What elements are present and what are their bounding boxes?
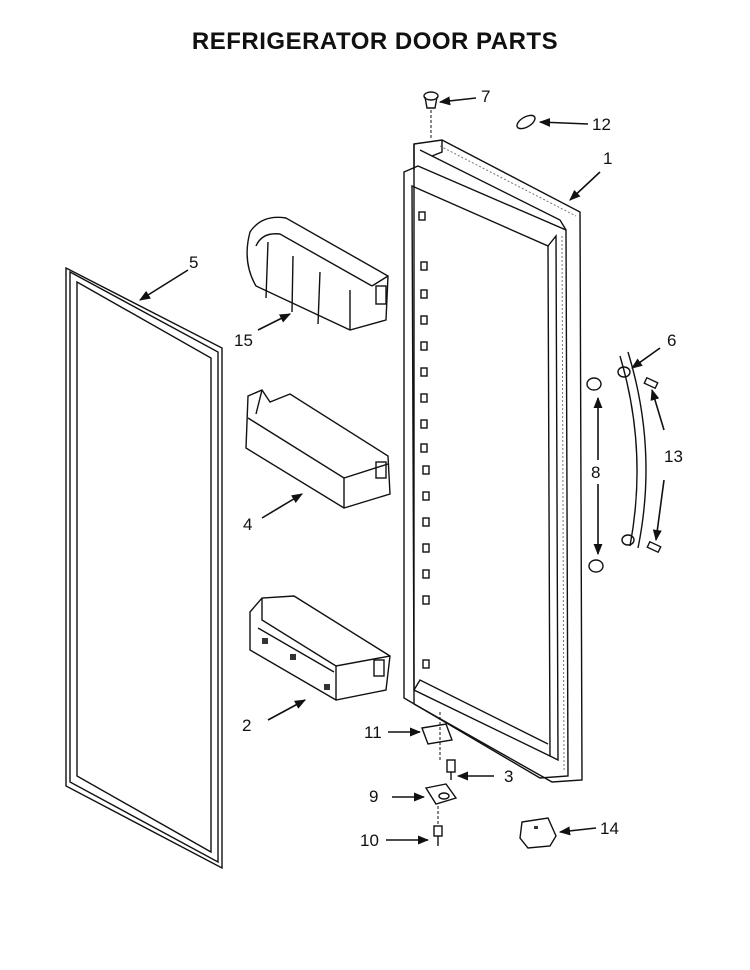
callout-11: 11 xyxy=(364,723,382,742)
callout-arrow-13-down xyxy=(652,479,665,542)
callout-arrow-4 xyxy=(261,493,303,519)
hinge-screw xyxy=(446,759,456,780)
callout-12: 12 xyxy=(592,115,611,134)
large-door-bin xyxy=(249,595,391,701)
callout-13: 13 xyxy=(664,447,683,466)
bottom-hinge xyxy=(424,783,458,805)
hinge-shim xyxy=(421,723,453,745)
door-gasket xyxy=(65,266,223,870)
hinge-pin-cap xyxy=(423,91,439,138)
callout-arrow-6 xyxy=(631,347,661,369)
door-handle xyxy=(617,351,647,549)
callout-1: 1 xyxy=(603,149,612,168)
page-title: REFRIGERATOR DOOR PARTS xyxy=(191,28,559,55)
callout-9: 9 xyxy=(369,787,378,806)
small-door-bin xyxy=(245,389,391,509)
callout-arrow-14 xyxy=(558,826,597,836)
hinge-bolt xyxy=(433,806,443,846)
callout-5: 5 xyxy=(189,253,198,272)
callout-15: 15 xyxy=(234,331,253,350)
callout-arrow-2 xyxy=(267,699,306,721)
callout-2: 2 xyxy=(242,716,251,735)
callout-7: 7 xyxy=(481,87,490,106)
callout-4: 4 xyxy=(243,515,252,534)
hinge-bushing xyxy=(516,114,536,130)
dairy-door xyxy=(246,216,389,331)
callout-3: 3 xyxy=(504,767,513,786)
callout-14: 14 xyxy=(600,819,619,838)
callout-arrow-12 xyxy=(538,117,589,127)
callout-10: 10 xyxy=(360,831,379,850)
callout-8: 8 xyxy=(591,463,600,482)
callout-6: 6 xyxy=(667,331,676,350)
callout-arrow-13-up xyxy=(650,388,665,431)
callout-arrow-7 xyxy=(438,96,477,106)
handle-screws xyxy=(643,376,662,554)
callout-arrow-1 xyxy=(569,171,601,201)
door-assembly xyxy=(403,139,583,783)
callout-arrow-15 xyxy=(257,313,292,331)
handle-studs xyxy=(586,377,604,573)
callout-arrow-5 xyxy=(139,269,189,301)
hinge-cover xyxy=(519,817,557,849)
